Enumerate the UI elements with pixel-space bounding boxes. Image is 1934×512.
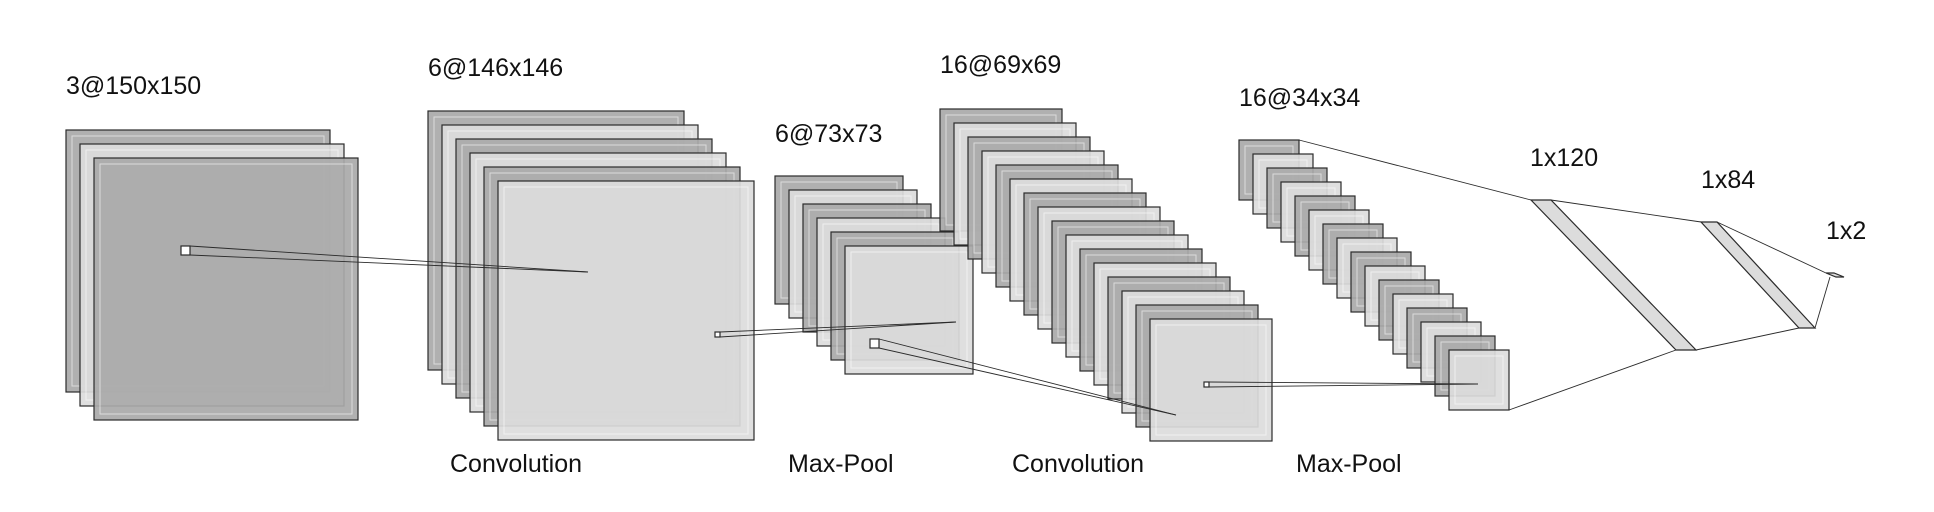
layer-label-input: 3@150x150: [66, 72, 202, 100]
fc-layer-bar-3: [1825, 272, 1845, 278]
connection-line: [719, 321, 957, 333]
layer-label-fc2: 1x84: [1701, 166, 1756, 194]
feature-map: [93, 157, 359, 421]
connection-line: [1508, 349, 1677, 411]
feature-map: [1448, 349, 1510, 411]
fully-connected-layers: [1529, 199, 1845, 351]
connection-lines: [180, 139, 1831, 416]
operation-label-convolution-2: Convolution: [1012, 450, 1145, 478]
operation-label-max-pool-1: Max-Pool: [788, 450, 894, 478]
feature-map-inner-edge: [850, 251, 968, 369]
feature-map: [497, 180, 755, 441]
connection-line: [1550, 199, 1702, 223]
layer-label-conv2: 16@69x69: [940, 51, 1062, 79]
feature-map-stack-0: [65, 129, 359, 421]
fc-layer-bar-2: [1699, 221, 1817, 329]
operation-label-max-pool-2: Max-Pool: [1296, 450, 1402, 478]
feature-map-inner-edge: [503, 186, 749, 435]
connection-line: [189, 245, 589, 273]
receptive-field-patch-1: [180, 245, 191, 256]
layer-label-pool2: 16@34x34: [1239, 84, 1361, 112]
connection-line: [1695, 327, 1800, 351]
feature-map-inner-edge: [1155, 324, 1267, 436]
feature-map: [1149, 318, 1273, 442]
feature-map-inner-edge: [1454, 355, 1504, 405]
connection-line: [1298, 139, 1532, 201]
feature-map-inner-edge: [99, 163, 353, 415]
connection-line: [1716, 221, 1827, 274]
connection-line: [1208, 381, 1479, 385]
fc-layer-bar-1: [1529, 199, 1698, 351]
feature-map: [844, 245, 974, 375]
feature-map-stack-4: [1238, 139, 1510, 411]
feature-map-stack-1: [427, 110, 755, 441]
layer-label-output: 1x2: [1826, 217, 1867, 245]
connection-line: [719, 321, 957, 338]
connection-line: [878, 338, 1177, 416]
receptive-field-patch-2: [714, 331, 721, 338]
receptive-field-patch-3: [869, 338, 880, 349]
feature-map-stack-3: [939, 108, 1273, 442]
connection-line: [878, 347, 1177, 416]
layer-label-pool1: 6@73x73: [775, 120, 883, 148]
feature-map-stacks: [65, 108, 1510, 442]
feature-map-stack-2: [774, 175, 974, 375]
receptive-field-patch-4: [1203, 381, 1210, 388]
connection-line: [189, 254, 589, 273]
operation-label-convolution-1: Convolution: [450, 450, 583, 478]
layer-label-conv1: 6@146x146: [428, 54, 564, 82]
connection-line: [1208, 383, 1479, 388]
layer-label-fc1: 1x120: [1530, 144, 1599, 172]
connection-line: [1814, 276, 1831, 329]
